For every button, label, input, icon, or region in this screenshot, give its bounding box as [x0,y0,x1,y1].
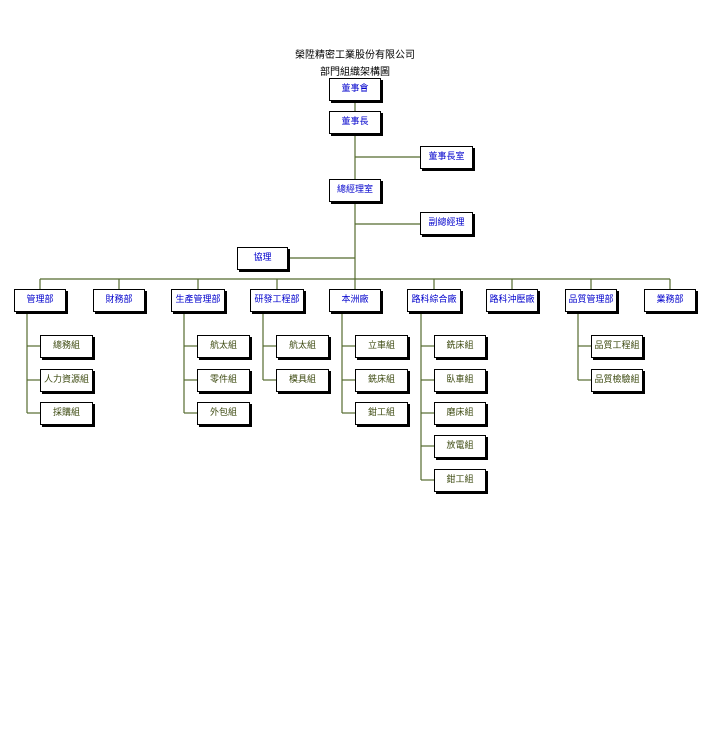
chairman-office-box: 董事長室 [420,146,473,169]
group-box: 品質檢驗組 [591,369,643,392]
group-box: 臥車組 [434,369,486,392]
group-box: 模具組 [276,369,329,392]
group-box: 立車組 [355,335,408,358]
department-box-management: 管理部 [14,289,66,312]
chairman-box: 董事長 [329,111,381,134]
assistant-manager-box: 協理 [237,247,288,270]
group-box: 零件組 [197,369,250,392]
company-name: 榮陞精密工業股份有限公司 [295,50,415,61]
group-box: 磨床組 [434,402,486,425]
group-box: 銑床組 [355,369,408,392]
board-box: 董事會 [329,78,381,101]
group-box: 人力資源組 [40,369,93,392]
chart-title: 部門組織架構圖 [320,67,390,78]
deputy-gm-box: 副總經理 [420,212,473,235]
group-box: 鉗工組 [434,469,486,492]
department-box-luke-general-plant: 路科綜合廠 [407,289,461,312]
department-box-rd-engineering: 研發工程部 [250,289,304,312]
group-box: 總務組 [40,335,93,358]
department-box-finance: 財務部 [93,289,145,312]
department-box-benzhou-plant: 本洲廠 [329,289,381,312]
department-box-luke-stamping-plant: 路科沖壓廠 [486,289,538,312]
department-box-quality-management: 品質管理部 [565,289,617,312]
gm-office-box: 總經理室 [329,179,381,202]
group-box: 採購組 [40,402,93,425]
group-box: 放電組 [434,435,486,458]
group-box: 航太組 [197,335,250,358]
group-box: 品質工程組 [591,335,643,358]
group-box: 鉗工組 [355,402,408,425]
group-box: 外包組 [197,402,250,425]
department-box-sales: 業務部 [644,289,696,312]
group-box: 航太組 [276,335,329,358]
group-box: 銑床組 [434,335,486,358]
department-box-production-management: 生產管理部 [171,289,225,312]
